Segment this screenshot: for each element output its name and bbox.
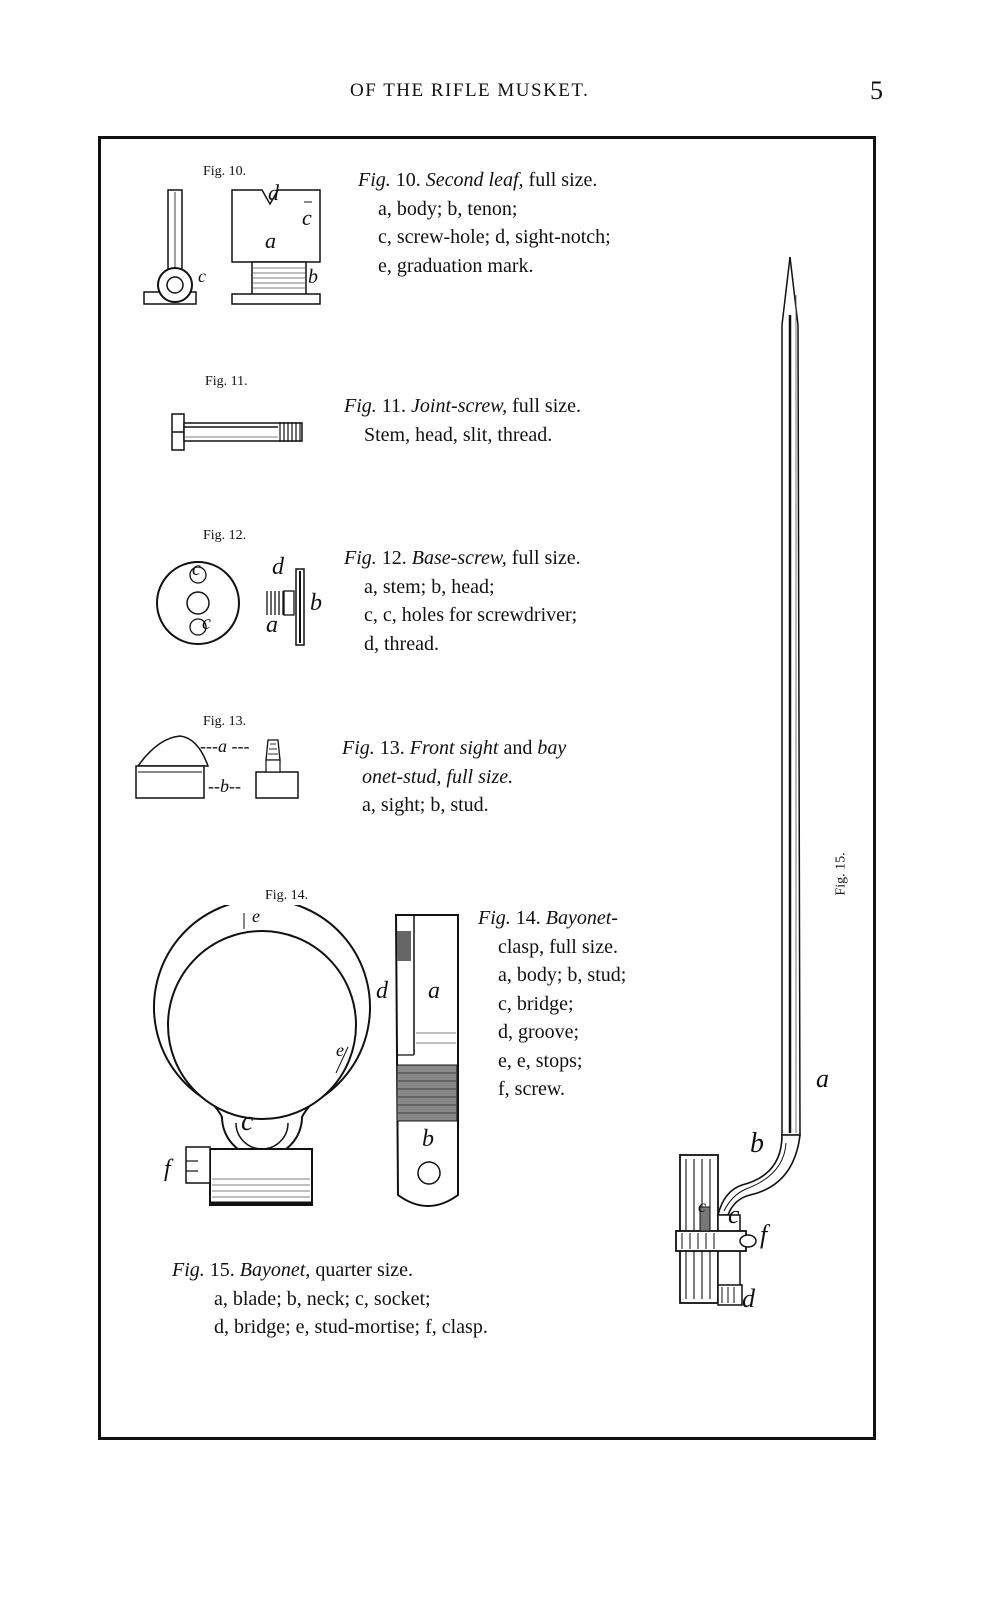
fig11-cap-fig: Fig.: [344, 395, 377, 417]
fig14-part-e2: e: [336, 1040, 344, 1060]
running-head: OF THE RIFLE MUSKET.: [350, 80, 590, 101]
fig10-part-d: d: [268, 180, 279, 205]
fig15-caption: Fig. 15. Bayonet, quarter size. a, blade…: [172, 1256, 488, 1342]
fig10-part-b: b: [308, 266, 318, 288]
fig13-cap-mid: and: [503, 737, 533, 759]
fig10-cap-rest: full size.: [528, 169, 598, 191]
fig11-cap-line: Stem, head, slit, thread.: [364, 423, 553, 446]
fig14-caption: Fig. 14. Bayonet- clasp, full size. a, b…: [478, 904, 626, 1104]
fig12-caption: Fig. 12. Base-screw, full size. a, stem;…: [344, 544, 581, 658]
fig12-part-c: c: [192, 558, 201, 580]
fig11-cap-num: 11.: [381, 395, 407, 417]
page-number: 5: [870, 76, 883, 105]
fig10-cap-line: c, screw-hole; d, sight-notch;: [378, 226, 611, 248]
fig14-part-e: e: [252, 906, 260, 926]
fig15-part-c: c: [698, 1196, 706, 1216]
fig12-cap-line: d, thread.: [364, 632, 439, 655]
fig11-drawing: [171, 413, 303, 451]
fig10-cap-line: e, graduation mark.: [378, 254, 534, 277]
fig14-cap-line: f, screw.: [498, 1078, 566, 1100]
fig11-label: Fig. 11.: [205, 374, 248, 389]
fig13-part-b: --b--: [208, 776, 241, 796]
fig15-cap-title: Bayonet,: [239, 1259, 311, 1281]
fig13-drawing: [135, 735, 299, 799]
fig11-cap-rest: full size.: [512, 395, 582, 417]
fig15-part-a: a: [816, 1064, 829, 1093]
fig11-cap-title: Joint-screw,: [411, 395, 508, 417]
fig10-cap-num: 10.: [395, 169, 421, 191]
fig14-cap-line: a, body; b, stud;: [498, 964, 627, 986]
fig12-part-d: d: [272, 554, 284, 580]
fig15-cap-fig: Fig.: [172, 1259, 205, 1281]
fig13-cap-title: Front sight: [409, 737, 499, 759]
fig10-part-c: c: [302, 205, 312, 230]
fig13-cap-fig: Fig.: [342, 737, 375, 759]
fig14-cap-line: e, e, stops;: [498, 1049, 583, 1072]
fig10-drawing: [143, 189, 321, 305]
fig12-part-b: b: [310, 590, 322, 616]
plate-frame: [98, 136, 876, 1440]
fig13-caption: Fig. 13. Front sight and bay onet-stud, …: [342, 734, 566, 820]
fig14-part-b: b: [422, 1126, 434, 1152]
page-header: OF THE RIFLE MUSKET. 5: [0, 76, 988, 110]
fig15-cap-rest: quarter size.: [315, 1259, 414, 1281]
fig14-cap-title: Bayonet-: [545, 907, 618, 929]
fig13-label: Fig. 13.: [203, 714, 247, 729]
fig14-label: Fig. 14.: [265, 888, 309, 903]
fig10-cap-title: Second leaf,: [425, 169, 524, 191]
fig12-part-a: a: [266, 612, 278, 638]
fig15-part-b: b: [750, 1128, 764, 1159]
fig12-cap-line: a, stem; b, head;: [364, 575, 495, 598]
fig10-part-a: a: [265, 228, 276, 253]
fig15-label: Fig. 15.: [833, 852, 849, 896]
fig15-part-f: f: [760, 1220, 768, 1249]
fig12-cap-rest: full size.: [511, 547, 581, 569]
fig15-cap-num: 15.: [209, 1259, 235, 1281]
fig15-drawing: [675, 256, 801, 1306]
fig13-cap-line: onet-stud, full size.: [362, 765, 514, 788]
fig14-part-c: c: [241, 1106, 254, 1137]
fig14-part-f: f: [164, 1156, 171, 1182]
fig15-part-d: d: [742, 1284, 755, 1313]
fig10-cap-line: a, body; b, tenon;: [378, 197, 518, 220]
fig10-part-c2: c: [198, 266, 206, 286]
fig12-part-c2: c: [202, 612, 211, 634]
fig12-cap-fig: Fig.: [344, 547, 377, 569]
fig10-caption: Fig. 10. Second leaf, full size. a, body…: [358, 166, 611, 280]
fig14-cap-line: d, groove;: [498, 1021, 580, 1043]
fig14-cap-fig: Fig.: [478, 907, 511, 929]
fig15-cap-line: d, bridge; e, stud-mortise; f, clasp.: [214, 1316, 488, 1338]
fig12-drawing: [156, 561, 305, 646]
fig11-caption: Fig. 11. Joint-screw, full size. Stem, h…: [344, 392, 581, 449]
fig13-cap-line: a, sight; b, stud.: [362, 794, 489, 816]
fig15-part-c2: c: [728, 1200, 740, 1229]
fig12-cap-title: Base-screw,: [411, 547, 507, 569]
fig13-cap-title2: bay: [537, 737, 567, 759]
fig13-part-a: ---a ---: [200, 736, 250, 756]
fig15-cap-line: a, blade; b, neck; c, socket;: [214, 1287, 431, 1310]
fig12-label: Fig. 12.: [203, 528, 247, 543]
fig10-label: Fig. 10.: [203, 164, 247, 179]
fig14-part-a: a: [428, 978, 440, 1004]
fig13-cap-num: 13.: [379, 737, 405, 759]
fig14-part-d: d: [376, 978, 388, 1004]
fig12-cap-num: 12.: [381, 547, 407, 569]
fig14-cap-num: 14.: [515, 907, 541, 929]
fig12-cap-line: c, c, holes for screwdriver;: [364, 604, 578, 626]
fig14-cap-line: clasp, full size.: [498, 935, 618, 958]
fig14-cap-line: c, bridge;: [498, 992, 574, 1015]
fig14-drawing: [153, 905, 459, 1207]
fig10-cap-fig: Fig.: [358, 169, 391, 191]
